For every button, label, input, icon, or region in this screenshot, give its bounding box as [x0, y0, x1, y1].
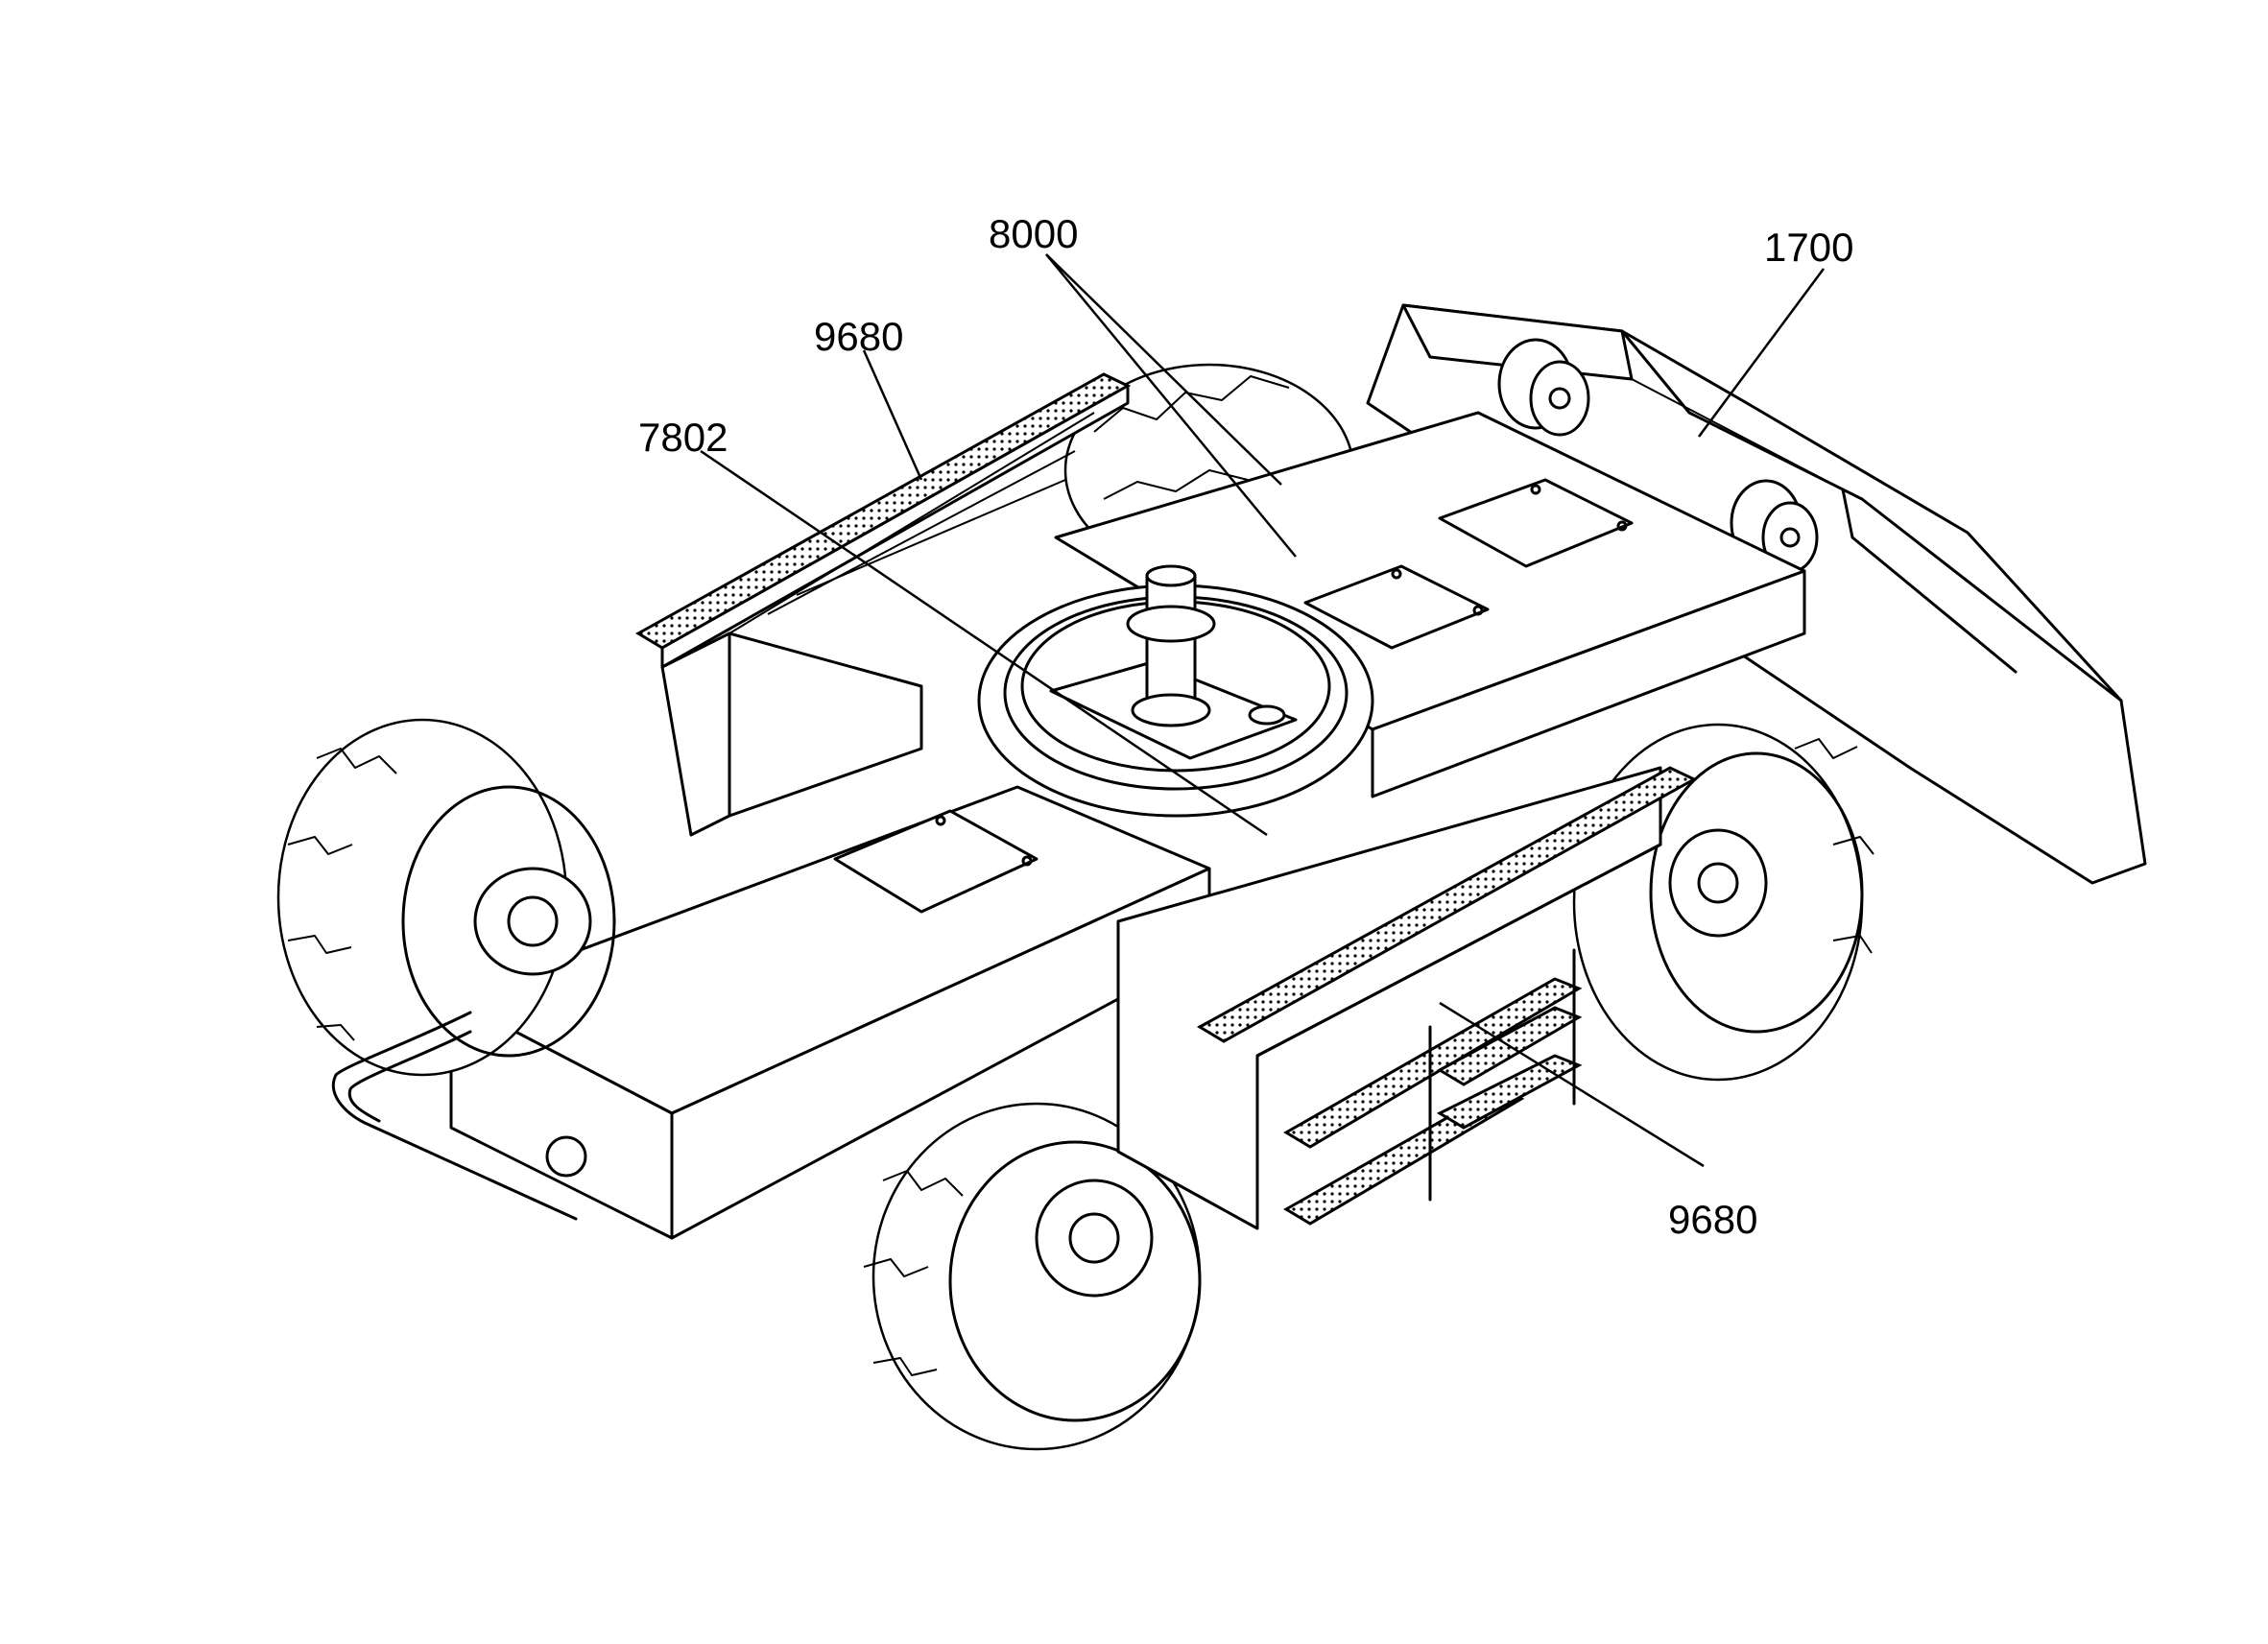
front-bumper — [331, 1011, 587, 1221]
blade-pivot-left — [1497, 338, 1590, 437]
leader-8000-b — [1045, 253, 1282, 486]
callout-7802: 7802 — [638, 415, 728, 460]
wheel-rear-right — [1572, 723, 1874, 1082]
leader-7802 — [700, 449, 1268, 837]
leader-8000 — [1045, 253, 1297, 558]
callout-leaders — [700, 253, 1826, 1168]
callout-9680-top: 9680 — [814, 314, 903, 359]
cover-plate-3 — [833, 809, 1039, 914]
cover-plate-1 — [1438, 478, 1634, 568]
step-grating-upper — [635, 372, 1132, 837]
wheel-front-right — [863, 1102, 1202, 1451]
leader-9680-top — [862, 349, 923, 481]
callout-9680-bottom: 9680 — [1668, 1197, 1757, 1242]
callout-1700: 1700 — [1764, 225, 1853, 270]
callout-labels: 8000 1700 9680 7802 9680 — [638, 211, 1853, 1242]
cover-plate-2 — [1303, 564, 1490, 650]
wheel-front-left — [276, 718, 616, 1077]
leader-1700 — [1697, 268, 1826, 438]
callout-8000: 8000 — [989, 211, 1078, 256]
leader-9680-bottom — [1439, 1001, 1705, 1168]
step-grating-lower — [1116, 766, 1698, 1230]
rotary-joint — [1126, 564, 1286, 727]
